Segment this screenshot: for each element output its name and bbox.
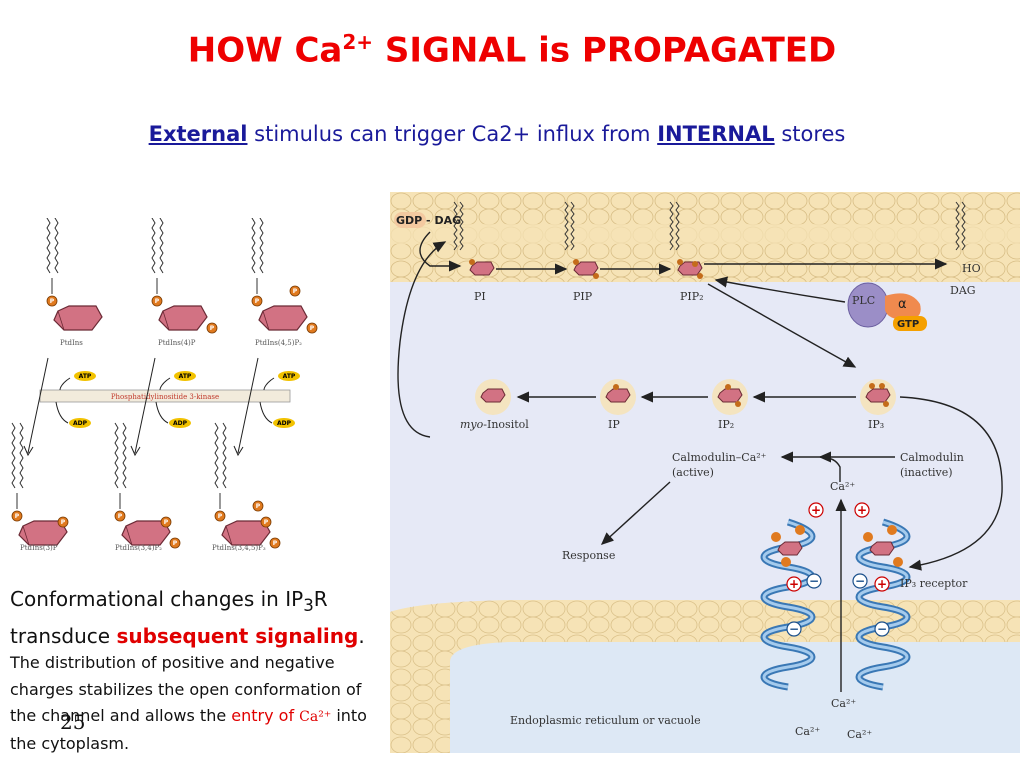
svg-text:ADP: ADP <box>173 420 188 427</box>
ptdins-top-3: P P P <box>251 218 318 334</box>
label-ip: IP <box>608 418 620 431</box>
ptdins-bottom-1: P P <box>11 422 69 546</box>
svg-text:P: P <box>15 513 20 520</box>
label-ip2: IP₂ <box>718 418 734 431</box>
label-calmodulin-active: Calmodulin–Ca²⁺ <box>672 451 767 464</box>
svg-text:P: P <box>264 519 269 526</box>
gtp-badge <box>893 316 927 331</box>
svg-text:P: P <box>155 298 160 305</box>
label-ptdins34p2: PtdIns(3,4)P₂ <box>115 544 162 552</box>
slide-title: HOW Ca2+ SIGNAL is PROPAGATED <box>187 30 837 71</box>
pi3k-figure: P P P P P P PtdIns PtdIns(4)P PtdIns(4,5… <box>11 218 318 552</box>
arrow-response <box>600 481 671 545</box>
ip3-figure: Endoplasmic reticulum or vacuole GDP - D… <box>390 192 1020 753</box>
receptor-ip3-right <box>863 525 903 567</box>
svg-text:−: − <box>855 574 865 588</box>
svg-text:P: P <box>273 540 278 547</box>
subtitle-external: External <box>148 122 248 146</box>
svg-text:P: P <box>173 540 178 547</box>
label-ip3-receptor: IP₃ receptor <box>900 577 968 590</box>
label-ptdins45p2: PtdIns(4,5)P₂ <box>255 339 302 347</box>
label-ptdins4p: PtdIns(4)P <box>158 339 196 347</box>
svg-text:−: − <box>809 574 819 588</box>
arrow-ip3-receptor <box>899 396 1003 571</box>
pi-molecule <box>469 259 495 276</box>
label-response: Response <box>562 549 615 562</box>
ptdins-bottom-3: P P P P <box>214 422 281 549</box>
svg-text:P: P <box>61 519 66 526</box>
label-ptdins345p3: PtdIns(3,4,5)P₃ <box>212 544 266 552</box>
arrow-gdp-pi <box>419 231 462 272</box>
svg-text:ADP: ADP <box>277 420 292 427</box>
pip-molecule <box>573 259 599 279</box>
svg-text:P: P <box>256 503 261 510</box>
label-ca-lumen-2: Ca²⁺ <box>795 725 820 738</box>
svg-text:P: P <box>218 513 223 520</box>
label-ptdins3p: PtdIns(3)P <box>20 544 58 552</box>
receptor-ip3-left <box>771 525 805 567</box>
arrow-inositol-gdp <box>397 241 447 438</box>
label-pi: PI <box>474 290 486 303</box>
ptdins-top-2: P P <box>151 218 218 334</box>
label-ca-lumen-1: Ca²⁺ <box>831 697 856 710</box>
svg-text:P: P <box>118 513 123 520</box>
svg-text:ATP: ATP <box>79 373 92 380</box>
svg-text:+: + <box>789 577 799 591</box>
caption-heading: Conformational changes in IP3R transduce… <box>10 587 365 648</box>
label-calmodulin-inactive: Calmodulin <box>900 451 964 464</box>
charge-markers: + + + + − − − − <box>786 502 890 637</box>
caption-body: The distribution of positive and negativ… <box>10 653 367 753</box>
slide-subtitle: External stimulus can trigger Ca2+ influ… <box>148 122 846 146</box>
kinase-label: Phosphatidylinositide 3-kinase <box>111 393 219 401</box>
svg-text:−: − <box>877 622 887 636</box>
ptdins-bottom-2: P P P <box>114 422 181 549</box>
label-ca-top: Ca²⁺ <box>830 480 855 493</box>
gdp-badge <box>394 212 426 228</box>
arrow-pip2-ip3 <box>707 283 857 368</box>
inositol-row <box>475 379 896 415</box>
svg-text:ATP: ATP <box>283 373 296 380</box>
svg-text:+: + <box>877 577 887 591</box>
gdp-dag-label: GDP - DAG <box>396 214 461 227</box>
svg-text:P: P <box>293 288 298 295</box>
label-plc: PLC <box>852 294 875 307</box>
pip2-molecule <box>677 259 703 279</box>
page-number: 25 <box>60 710 86 734</box>
svg-text:ATP: ATP <box>179 373 192 380</box>
g-alpha-subunit <box>885 293 921 320</box>
ptdins-top-1: P <box>46 218 103 331</box>
svg-text:+: + <box>811 503 821 517</box>
svg-text:P: P <box>210 325 215 332</box>
label-dag: DAG <box>950 284 976 297</box>
label-pip2: PIP₂ <box>680 290 704 303</box>
membrane-lipid-tails <box>453 201 966 251</box>
ip3-receptor-channel <box>760 518 911 691</box>
svg-text:P: P <box>310 325 315 332</box>
arrow-ca-calmodulin <box>818 451 841 482</box>
svg-text:(active): (active) <box>672 466 714 479</box>
svg-text:(inactive): (inactive) <box>900 466 953 479</box>
label-ptdins: PtdIns <box>60 339 83 347</box>
label-gtp: GTP <box>897 319 919 330</box>
label-ip3: IP₃ <box>868 418 884 431</box>
svg-text:−: − <box>789 622 799 636</box>
label-ho: HO <box>962 262 981 275</box>
svg-text:P: P <box>255 298 260 305</box>
svg-text:P: P <box>164 519 169 526</box>
atp-badges: ATP ATP ATP ADP ADP ADP <box>69 371 300 428</box>
svg-text:ADP: ADP <box>73 420 88 427</box>
er-label: Endoplasmic reticulum or vacuole <box>510 714 701 727</box>
label-alpha: α <box>898 297 907 312</box>
svg-text:P: P <box>50 298 55 305</box>
label-pip: PIP <box>573 290 593 303</box>
label-myo-inositol: myo-Inositol <box>460 418 529 431</box>
subtitle-internal: INTERNAL <box>657 122 775 146</box>
svg-text:+: + <box>857 503 867 517</box>
arrow-plc-pip2 <box>714 276 846 303</box>
kinase-arrows <box>23 357 275 457</box>
label-ca-lumen-3: Ca²⁺ <box>847 728 872 741</box>
